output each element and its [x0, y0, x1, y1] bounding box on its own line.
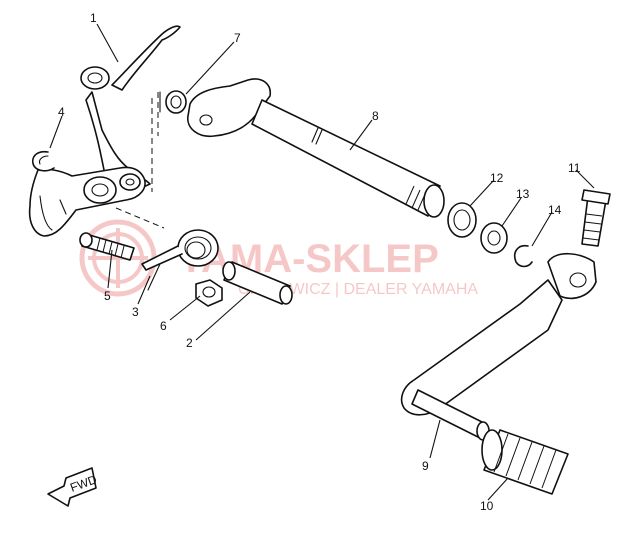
part-shift-shaft — [187, 78, 445, 218]
callout-11: 11 — [568, 161, 581, 175]
part-washer-large — [480, 222, 508, 254]
callout-4: 4 — [58, 105, 65, 119]
watermark: YAMA-SKLEP CICHOWICZ | DEALER YAMAHA — [79, 219, 478, 298]
part-oil-seal — [447, 202, 477, 238]
watermark-logo-icon — [79, 219, 157, 297]
part-pin — [222, 261, 293, 305]
part-circlip — [32, 150, 55, 172]
callout-12: 12 — [490, 171, 504, 185]
watermark-subtitle: CICHOWICZ | DEALER YAMAHA — [238, 281, 478, 298]
part-shift-arm — [28, 25, 181, 237]
callout-2: 2 — [186, 336, 193, 350]
part-washer-small — [159, 90, 187, 114]
callout-7: 7 — [234, 31, 241, 45]
callout-9: 9 — [422, 459, 429, 473]
callout-6: 6 — [160, 319, 167, 333]
leader-lines — [49, 23, 595, 501]
assembly-line — [115, 207, 165, 229]
fwd-arrow-icon: FWD — [47, 467, 99, 507]
callout-13: 13 — [516, 187, 530, 201]
part-stopper-bolt — [79, 232, 135, 261]
part-return-spring — [141, 229, 219, 291]
callout-14: 14 — [548, 203, 562, 217]
part-circlip-right — [513, 244, 533, 268]
callout-5: 5 — [104, 289, 111, 303]
callout-1: 1 — [90, 11, 97, 25]
part-pinch-bolt — [581, 189, 611, 247]
part-nut — [195, 279, 223, 307]
part-pedal-rubber — [481, 429, 569, 495]
watermark-title: YAMA-SKLEP — [178, 237, 439, 281]
callout-10: 10 — [480, 499, 494, 513]
callouts: 1 2 3 4 5 6 7 8 9 10 11 12 13 14 — [58, 11, 581, 513]
callout-3: 3 — [132, 305, 139, 319]
callout-8: 8 — [372, 109, 379, 123]
